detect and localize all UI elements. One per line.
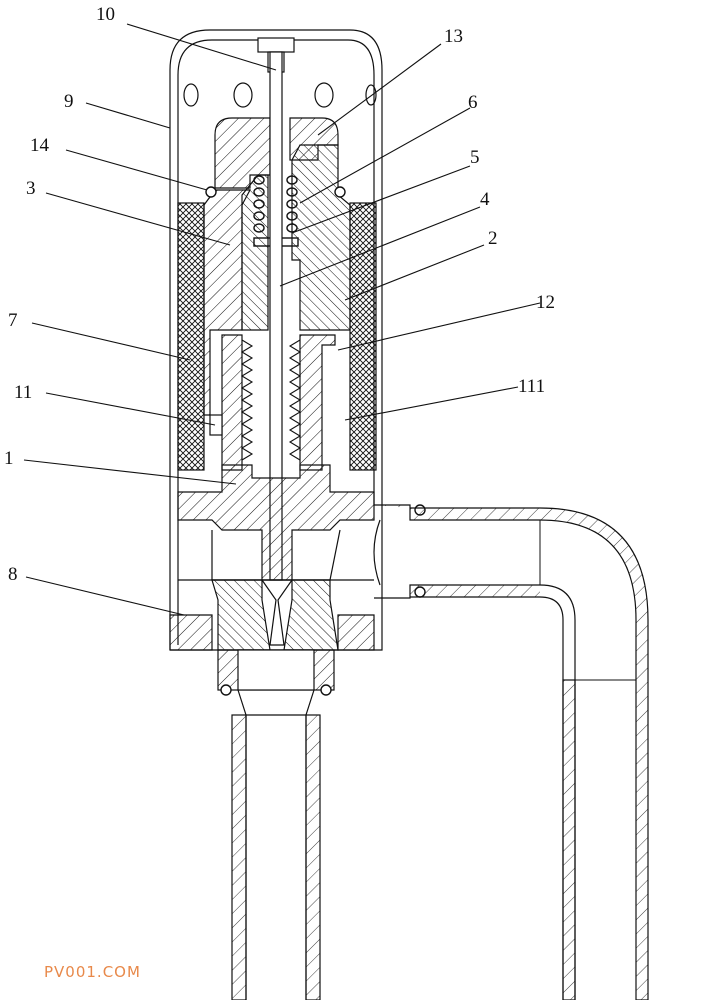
needle-seat <box>169 579 375 691</box>
upper-core-left <box>214 117 271 189</box>
label-6: 6 <box>468 92 478 113</box>
spring-coils <box>253 175 299 247</box>
label-7: 7 <box>8 310 18 331</box>
threaded-section <box>209 334 336 471</box>
label-10: 10 <box>96 4 115 25</box>
label-14: 14 <box>30 135 50 156</box>
part-labels: 10 13 9 6 14 5 3 4 2 7 12 11 111 1 8 <box>4 4 555 585</box>
coil-right <box>349 202 377 471</box>
plunger-right <box>291 144 351 331</box>
sleeve-left <box>203 189 251 416</box>
side-inlet-pipe <box>373 504 649 1000</box>
bottom-outlet-pipe <box>231 689 321 1000</box>
label-4: 4 <box>480 189 490 210</box>
label-12: 12 <box>536 292 555 313</box>
label-9: 9 <box>64 91 74 112</box>
coil-left <box>177 202 205 471</box>
label-11: 11 <box>14 382 32 403</box>
label-1: 1 <box>4 448 14 469</box>
label-3: 3 <box>26 178 36 199</box>
leader-lines <box>23 23 541 616</box>
label-5: 5 <box>470 147 480 168</box>
vent-holes <box>183 82 377 108</box>
label-111: 111 <box>518 376 545 397</box>
label-2: 2 <box>488 228 498 249</box>
label-8: 8 <box>8 564 18 585</box>
watermark-text: PV001.COM <box>44 963 141 981</box>
valve-base <box>177 464 375 581</box>
label-13: 13 <box>444 26 463 47</box>
